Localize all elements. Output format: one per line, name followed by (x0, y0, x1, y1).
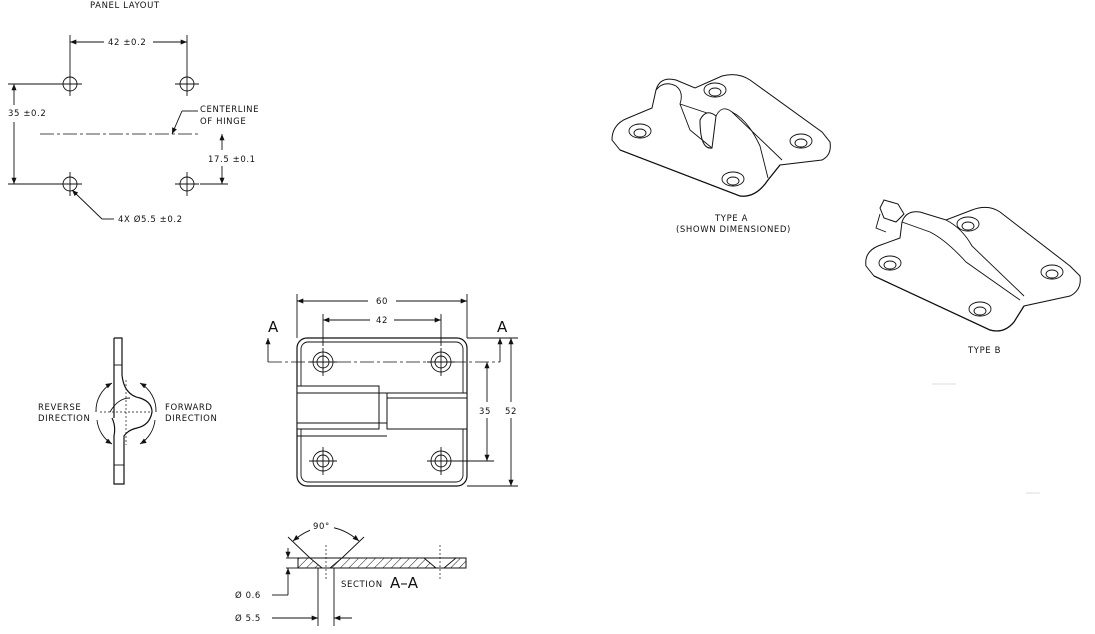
angle-90: 90° (313, 522, 330, 532)
panel-layout: PANEL LAYOUT 42 ±0.2 35 ±0.2 CENTERLINE … (8, 1, 259, 225)
front-hole-br (427, 447, 455, 475)
iso-type-a: TYPE A (SHOWN DIMENSIONED) (611, 74, 831, 235)
section-mark-left: A (268, 318, 279, 336)
front-hole-tl (309, 348, 337, 376)
dim-thin: Ø 0.6 (235, 590, 261, 601)
type-b-pin (879, 199, 905, 223)
forward-direction-label: FORWARD (165, 403, 213, 413)
dim-17-5-tol: 17.5 ±0.1 (208, 155, 256, 165)
section-mark-right: A (497, 318, 508, 336)
centerline-label: CENTERLINE (200, 105, 259, 115)
dim-35-tol: 35 ±0.2 (8, 109, 46, 119)
panel-hole-tr (175, 72, 199, 96)
forward-direction-label-2: DIRECTION (165, 414, 217, 424)
dim-35: 35 (479, 407, 491, 417)
front-view: 60 42 A A (265, 294, 518, 487)
type-a-sublabel: (SHOWN DIMENSIONED) (676, 225, 791, 235)
hole-note: 4X Ø5.5 ±0.2 (118, 214, 183, 225)
side-view: REVERSE DIRECTION FORWARD DIRECTION (38, 337, 217, 485)
section-label-letters: A–A (390, 574, 419, 592)
type-a-label: TYPE A (714, 214, 748, 224)
centerline-label-2: OF HINGE (200, 117, 246, 127)
reverse-direction-label-2: DIRECTION (38, 414, 90, 424)
type-b-body (865, 206, 1081, 332)
section-view: 90° SECTION A–A Ø 0.6 Ø 5.5 (235, 520, 467, 626)
dim-60: 60 (376, 297, 388, 307)
knuckle-left (296, 392, 380, 430)
front-hole-bl (309, 447, 337, 475)
panel-layout-title: PANEL LAYOUT (90, 1, 160, 11)
reverse-direction-label: REVERSE (38, 403, 81, 413)
dim-52: 52 (505, 407, 517, 417)
section-label: SECTION (341, 580, 383, 590)
panel-hole-bl (58, 172, 82, 196)
panel-hole-tl (58, 72, 82, 96)
panel-hole-br (175, 172, 199, 196)
dim-hole: Ø 5.5 (235, 613, 261, 624)
section-plate (297, 557, 467, 569)
dim-42: 42 (376, 316, 388, 326)
front-hole-tr (427, 348, 455, 376)
dim-42-tol: 42 ±0.2 (108, 38, 146, 48)
iso-type-b: TYPE B (865, 199, 1081, 356)
type-b-label: TYPE B (967, 346, 1001, 356)
knuckle-right (386, 392, 468, 430)
